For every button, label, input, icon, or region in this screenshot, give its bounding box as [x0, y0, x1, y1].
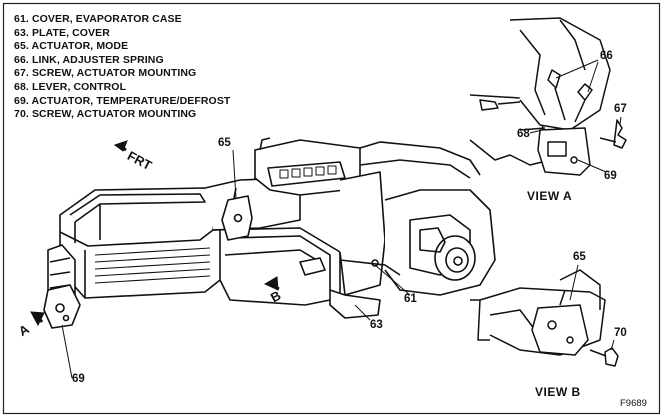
view-a-label: VIEW A [527, 189, 573, 203]
parts-legend: 61. COVER, EVAPORATOR CASE 63. PLATE, CO… [14, 13, 230, 122]
callout-65-main: 65 [218, 137, 231, 149]
legend-item: 61. COVER, EVAPORATOR CASE [14, 13, 182, 25]
connector-pins [279, 165, 337, 179]
legend-item: 70. SCREW, ACTUATOR MOUNTING [14, 108, 197, 121]
legend-item: 69. ACTUATOR, TEMPERATURE/DEFROST [14, 94, 231, 107]
callout-63: 63 [370, 319, 383, 331]
legend-item: 65. ACTUATOR, MODE [14, 40, 129, 53]
callout-70: 70 [614, 327, 627, 339]
leader-lines [61, 59, 622, 379]
b-arrow [263, 276, 280, 291]
view-b-detail [470, 269, 619, 367]
legend-item: 67. SCREW, ACTUATOR MOUNTING [14, 67, 197, 80]
hvac-module-assembly [43, 137, 496, 329]
a-arrow [30, 311, 45, 327]
callout-66: 66 [600, 50, 613, 62]
callout-65-view-b: 65 [573, 251, 586, 263]
legend-item: 68. LEVER, CONTROL [14, 80, 127, 93]
legend-item: 63. PLATE, COVER [14, 26, 110, 39]
legend-item: 66. LINK, ADJUSTER SPRING [14, 53, 164, 66]
view-b-label: VIEW B [535, 385, 581, 399]
figure-code: F9689 [620, 398, 647, 409]
callout-69-view-a: 69 [604, 170, 617, 182]
front-arrow [113, 140, 128, 152]
grille-slots [94, 247, 211, 284]
callout-67: 67 [614, 103, 627, 115]
callout-68: 68 [517, 128, 530, 140]
callout-69-main: 69 [72, 373, 85, 385]
view-a-detail [469, 17, 627, 176]
callout-61: 61 [404, 293, 417, 305]
